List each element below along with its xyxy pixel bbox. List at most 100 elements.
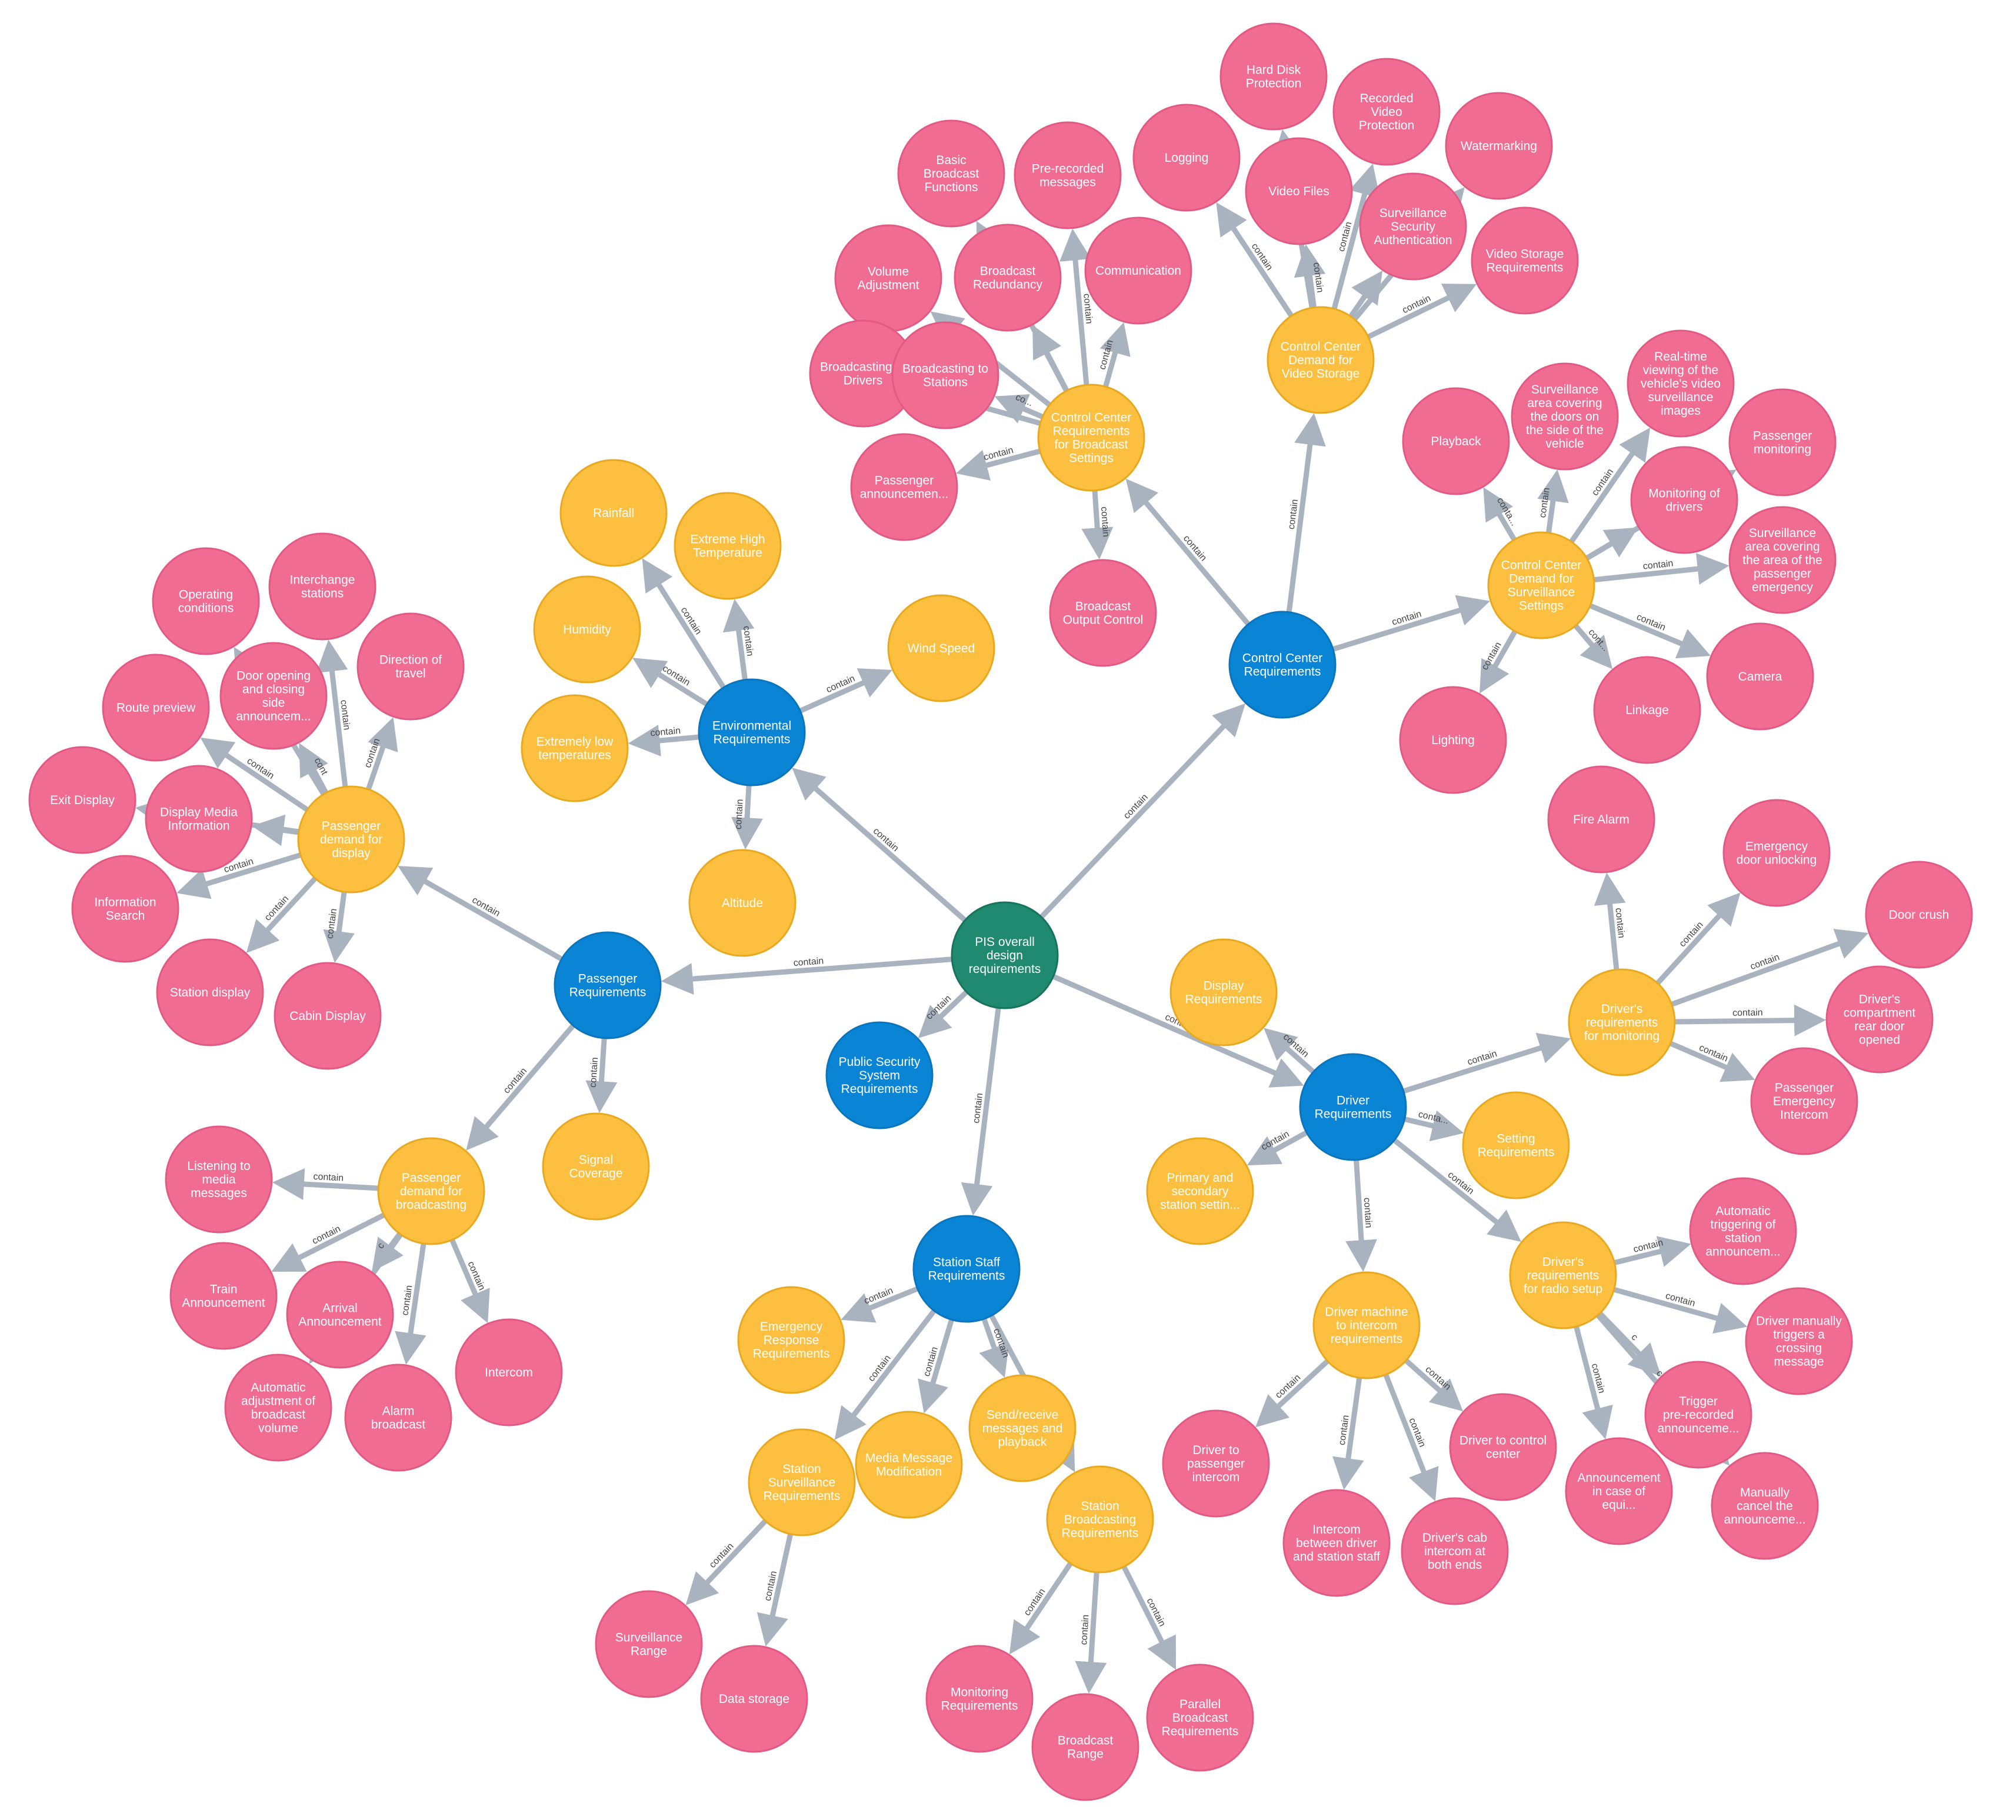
- node-circle[interactable]: [1014, 121, 1122, 229]
- node-circle[interactable]: [268, 532, 376, 641]
- node-circle[interactable]: [1132, 104, 1241, 212]
- node-circle[interactable]: [1511, 362, 1619, 471]
- node-light[interactable]: Lighting: [1399, 686, 1507, 794]
- node-circle[interactable]: [1162, 1409, 1270, 1518]
- node-exit[interactable]: Exit Display: [28, 746, 136, 854]
- node-cam[interactable]: Camera: [1706, 622, 1814, 731]
- node-circle[interactable]: [1245, 137, 1353, 245]
- node-circle[interactable]: [925, 1645, 1034, 1753]
- node-circle[interactable]: [1359, 172, 1467, 281]
- node-circle[interactable]: [1711, 1452, 1819, 1560]
- node-circle[interactable]: [1722, 799, 1831, 907]
- node-circle[interactable]: [1219, 22, 1328, 131]
- node-circle[interactable]: [1445, 92, 1553, 200]
- node-circle[interactable]: [887, 594, 995, 702]
- node-circle[interactable]: [954, 224, 1062, 332]
- node-circle[interactable]: [855, 1411, 963, 1519]
- node-circle[interactable]: [737, 1286, 845, 1394]
- node-circle[interactable]: [688, 849, 797, 957]
- node-route[interactable]: Route preview: [102, 654, 210, 762]
- node-circle[interactable]: [542, 1112, 650, 1221]
- node-circle[interactable]: [1402, 387, 1510, 495]
- node-circle[interactable]: [1146, 1664, 1254, 1772]
- node-circle[interactable]: [274, 962, 382, 1070]
- node-circle[interactable]: [559, 459, 668, 567]
- node-circle[interactable]: [1049, 559, 1157, 667]
- node-circle[interactable]: [1146, 1137, 1254, 1245]
- node-circle[interactable]: [455, 1318, 563, 1426]
- node-intercom[interactable]: Intercom: [455, 1318, 563, 1426]
- node-circle[interactable]: [1332, 58, 1441, 166]
- node-pb[interactable]: Playback: [1402, 387, 1510, 495]
- node-circle[interactable]: [1593, 656, 1701, 764]
- node-circle[interactable]: [912, 1215, 1021, 1323]
- node-wm[interactable]: Watermarking: [1445, 92, 1553, 200]
- node-circle[interactable]: [1750, 1047, 1858, 1155]
- node-circle[interactable]: [1031, 1693, 1139, 1801]
- node-circle[interactable]: [1644, 1361, 1752, 1469]
- node-fire[interactable]: Fire Alarm: [1547, 765, 1655, 874]
- node-stadisp[interactable]: Station display: [156, 938, 264, 1046]
- node-circle[interactable]: [1471, 206, 1579, 315]
- node-circle[interactable]: [700, 1645, 808, 1753]
- node-circle[interactable]: [850, 433, 958, 541]
- node-circle[interactable]: [1299, 1053, 1407, 1161]
- node-logg[interactable]: Logging: [1132, 104, 1241, 212]
- node-circle[interactable]: [1568, 968, 1676, 1076]
- node-circle[interactable]: [951, 901, 1059, 1009]
- node-circle[interactable]: [156, 938, 264, 1046]
- node-circle[interactable]: [224, 1354, 332, 1462]
- node-circle[interactable]: [1228, 611, 1337, 719]
- node-circle[interactable]: [1169, 938, 1278, 1046]
- node-circle[interactable]: [1728, 388, 1837, 496]
- node-circle[interactable]: [748, 1428, 856, 1536]
- node-circle[interactable]: [344, 1364, 452, 1472]
- node-circle[interactable]: [1825, 965, 1934, 1074]
- node-circle[interactable]: [1046, 1465, 1154, 1574]
- node-circle[interactable]: [1745, 1287, 1853, 1395]
- node-circle[interactable]: [674, 492, 782, 600]
- node-circle[interactable]: [1509, 1221, 1617, 1329]
- node-circle[interactable]: [1312, 1271, 1421, 1379]
- node-humid[interactable]: Humidity: [533, 575, 641, 684]
- node-vf[interactable]: Video Files: [1245, 137, 1353, 245]
- node-circle[interactable]: [897, 119, 1005, 228]
